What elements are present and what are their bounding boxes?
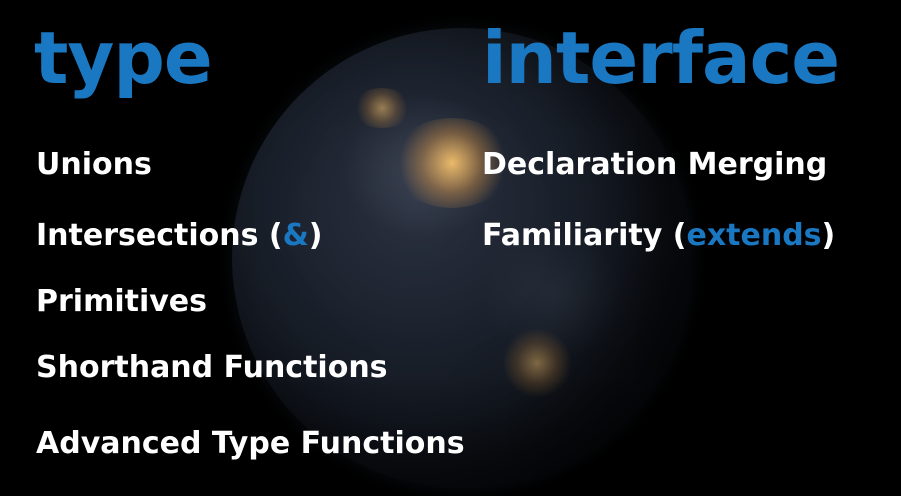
type-item-advanced-type-functions: Advanced Type Functions bbox=[36, 426, 465, 461]
city-lights bbox=[502, 328, 572, 398]
item-text: Familiarity ( bbox=[482, 218, 687, 253]
type-heading: type bbox=[34, 16, 213, 100]
type-item-primitives: Primitives bbox=[36, 284, 207, 319]
city-lights bbox=[392, 118, 512, 208]
type-item-unions: Unions bbox=[36, 147, 152, 182]
interface-item-familiarity: Familiarity (extends) bbox=[482, 221, 835, 251]
item-accent: extends bbox=[686, 218, 822, 253]
interface-item-declaration-merging: Declaration Merging bbox=[482, 147, 828, 182]
item-text: Intersections ( bbox=[36, 218, 283, 253]
type-item-intersections: Intersections (&) bbox=[36, 221, 322, 251]
city-lights bbox=[352, 88, 412, 128]
item-text: ) bbox=[821, 218, 836, 253]
item-accent: & bbox=[282, 218, 309, 253]
earth-at-night-image bbox=[232, 28, 692, 488]
type-item-shorthand-functions: Shorthand Functions bbox=[36, 350, 388, 385]
item-text: ) bbox=[308, 218, 323, 253]
interface-heading: interface bbox=[482, 16, 840, 100]
